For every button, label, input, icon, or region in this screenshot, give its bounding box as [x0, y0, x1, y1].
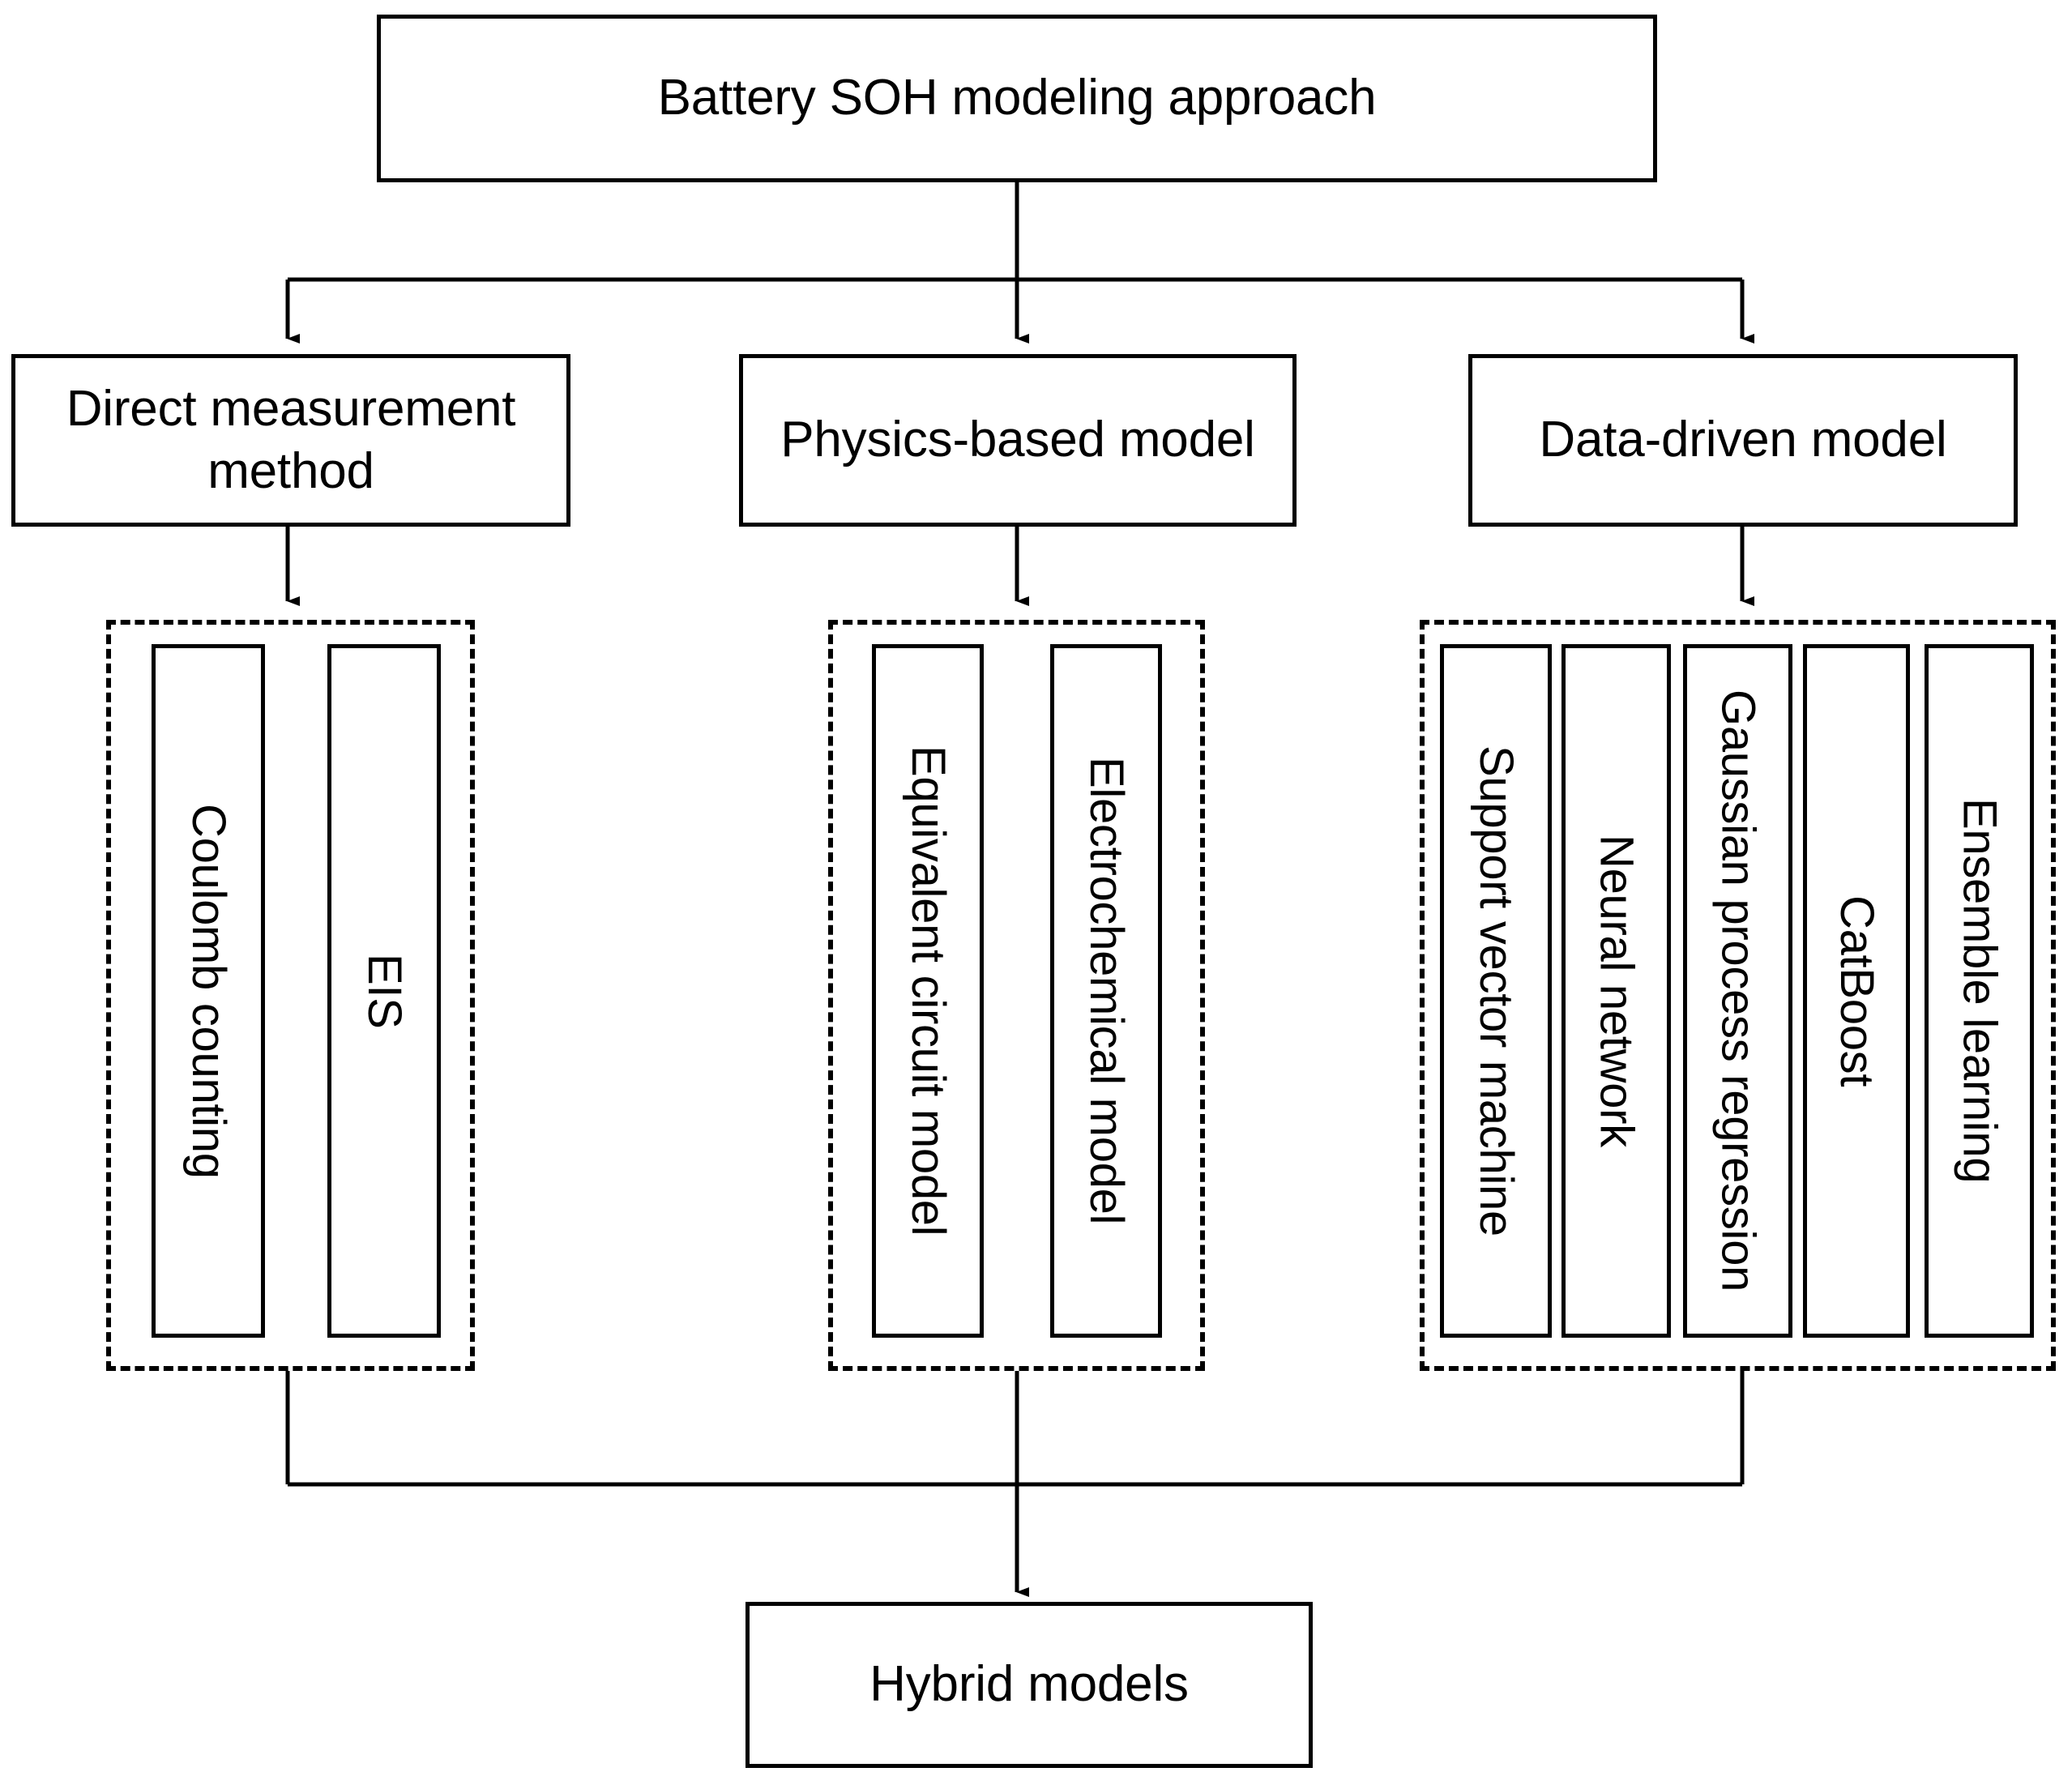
- node-support-vector-machine-label: Support vector machine: [1470, 745, 1523, 1236]
- node-electrochemical-model[interactable]: Electrochemical model: [1050, 644, 1162, 1338]
- node-eis-label: EIS: [358, 953, 411, 1029]
- node-support-vector-machine[interactable]: Support vector machine: [1440, 644, 1552, 1338]
- node-equivalent-circuit-model[interactable]: Equivalent circuit model: [872, 644, 984, 1338]
- node-hybrid-models[interactable]: Hybrid models: [745, 1602, 1313, 1768]
- group-direct-measurement-methods: [106, 620, 475, 1371]
- node-branch-physics-based-label: Physics-based model: [780, 412, 1255, 468]
- node-branch-direct-measurement[interactable]: Direct measurement method: [11, 354, 570, 527]
- connector-root-to-branches: [285, 182, 1754, 344]
- node-catboost[interactable]: CatBoost: [1803, 644, 1910, 1338]
- connector-groups-to-output: [285, 1371, 1745, 1597]
- node-ensemble-learning-label: Ensemble learning: [1953, 798, 2006, 1184]
- node-neural-network[interactable]: Neural network: [1561, 644, 1671, 1338]
- node-root-label: Battery SOH modeling approach: [657, 70, 1377, 126]
- node-equivalent-circuit-model-label: Equivalent circuit model: [902, 745, 955, 1236]
- node-gaussian-process-regression-label: Gaussian process regression: [1711, 690, 1765, 1292]
- node-branch-physics-based[interactable]: Physics-based model: [739, 354, 1297, 527]
- node-hybrid-models-label: Hybrid models: [869, 1656, 1189, 1713]
- node-branch-data-driven[interactable]: Data-driven model: [1468, 354, 2018, 527]
- node-ensemble-learning[interactable]: Ensemble learning: [1925, 644, 2034, 1338]
- node-branch-data-driven-label: Data-driven model: [1539, 412, 1947, 468]
- node-catboost-label: CatBoost: [1831, 894, 1883, 1087]
- node-coulomb-counting-label: Coulomb counting: [182, 803, 235, 1179]
- group-data-driven-models: [1420, 620, 2056, 1371]
- node-neural-network-label: Neural network: [1590, 835, 1643, 1147]
- node-coulomb-counting[interactable]: Coulomb counting: [152, 644, 265, 1338]
- node-eis[interactable]: EIS: [327, 644, 441, 1338]
- node-branch-direct-measurement-label: Direct measurement method: [66, 380, 516, 499]
- node-root[interactable]: Battery SOH modeling approach: [377, 15, 1657, 182]
- node-gaussian-process-regression[interactable]: Gaussian process regression: [1683, 644, 1792, 1338]
- group-physics-based-models: [828, 620, 1205, 1371]
- connector-branch-to-group: [285, 527, 1754, 606]
- node-electrochemical-model-label: Electrochemical model: [1080, 757, 1133, 1225]
